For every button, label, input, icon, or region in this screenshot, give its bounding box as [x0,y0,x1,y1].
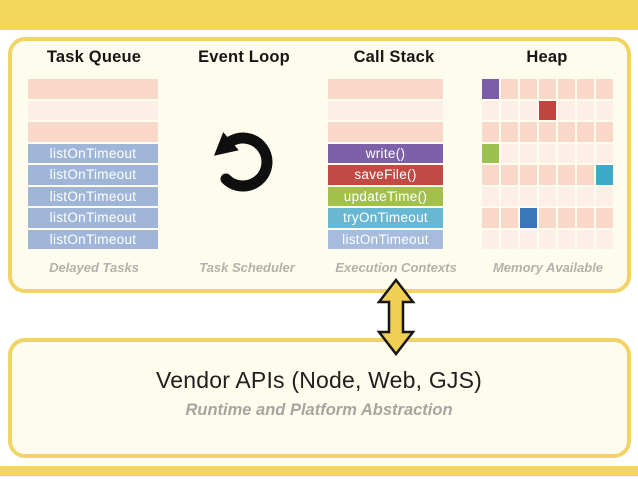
heap-grid [482,79,613,251]
column-header-task-queue: Task Queue [46,48,142,66]
heap-cell-free [520,100,537,120]
heap-cell-allocated [520,208,537,228]
heap-cell-free [577,100,594,120]
heap-cell-allocated [482,143,499,163]
heap-cell-free [501,165,518,185]
call-stack-frame: updateTime() [328,186,443,206]
heap-cell-free [539,79,556,99]
heap-row [482,122,613,142]
heap-cell-free [482,165,499,185]
column-header-heap: Heap [526,48,568,66]
heap-cell-free [558,229,575,249]
caption-execution-contexts: Execution Contexts [335,260,457,275]
heap-cell-free [596,100,613,120]
task-queue-task: listOnTimeout [28,229,158,249]
heap-cell-free [501,122,518,142]
call-stack-frame: tryOnTimeout [328,208,443,228]
bottom-accent-bar [0,466,638,476]
caption-task-scheduler: Task Scheduler [199,260,295,275]
heap-cell-free [577,143,594,163]
call-stack-frame: saveFile() [328,165,443,185]
heap-cell-free [520,186,537,206]
heap-cell-free [596,143,613,163]
vendor-apis-subtitle: Runtime and Platform Abstraction [185,401,453,419]
heap-cell-free [577,165,594,185]
heap-row [482,100,613,120]
heap-cell-free [558,100,575,120]
heap-cell-free [539,186,556,206]
heap-cell-free [539,122,556,142]
task-queue-column: listOnTimeout listOnTimeout listOnTimeou… [28,79,158,251]
heap-cell-free [520,122,537,142]
task-queue-task: listOnTimeout [28,186,158,206]
heap-cell-free [501,100,518,120]
heap-cell-free [577,229,594,249]
heap-row [482,79,613,99]
heap-cell-free [558,79,575,99]
heap-cell-allocated [482,79,499,99]
heap-row [482,229,613,249]
heap-cell-free [558,143,575,163]
heap-cell-free [558,122,575,142]
call-stack-frame: listOnTimeout [328,229,443,249]
heap-cell-free [539,143,556,163]
heap-row [482,143,613,163]
heap-cell-free [501,186,518,206]
vendor-apis-panel [8,338,631,458]
top-accent-bar [0,0,638,30]
heap-cell-free [539,229,556,249]
heap-cell-free [558,165,575,185]
heap-cell-free [501,143,518,163]
heap-cell-free [482,122,499,142]
event-loop-icon [214,132,273,192]
heap-cell-free [577,79,594,99]
heap-cell-free [501,79,518,99]
heap-cell-free [558,186,575,206]
vendor-apis-title: Vendor APIs (Node, Web, GJS) [155,367,483,393]
heap-cell-free [558,208,575,228]
call-stack-frame: write() [328,143,443,163]
heap-cell-free [596,208,613,228]
vendor-panel-content: Vendor APIs (Node, Web, GJS) Runtime and… [0,367,638,420]
task-queue-task: listOnTimeout [28,208,158,228]
caption-delayed-tasks: Delayed Tasks [49,260,139,275]
heap-cell-free [539,165,556,185]
caption-memory-available: Memory Available [492,260,604,275]
heap-cell-free [539,208,556,228]
task-queue-task: listOnTimeout [28,143,158,163]
task-queue-slot-empty [28,79,158,99]
call-stack-slot-empty [328,100,443,120]
heap-row [482,165,613,185]
heap-cell-free [501,208,518,228]
task-queue-slot-empty [28,100,158,120]
bidirectional-arrow-icon [376,278,416,356]
heap-cell-free [520,143,537,163]
heap-cell-free [596,122,613,142]
heap-cell-free [482,100,499,120]
heap-row [482,208,613,228]
task-queue-task: listOnTimeout [28,165,158,185]
heap-cell-free [482,229,499,249]
heap-cell-free [520,79,537,99]
heap-cell-free [520,229,537,249]
call-stack-column: write() saveFile() updateTime() tryOnTim… [328,79,443,251]
call-stack-slot-empty [328,122,443,142]
heap-cell-free [482,186,499,206]
heap-cell-free [501,229,518,249]
task-queue-slot-empty [28,122,158,142]
heap-cell-free [520,165,537,185]
heap-cell-free [482,208,499,228]
heap-cell-free [577,122,594,142]
column-header-call-stack: Call Stack [353,48,435,66]
call-stack-slot-empty [328,79,443,99]
heap-cell-allocated [596,165,613,185]
heap-row [482,186,613,206]
heap-cell-free [596,186,613,206]
heap-cell-free [577,186,594,206]
heap-cell-free [596,79,613,99]
heap-cell-allocated [539,100,556,120]
heap-cell-free [596,229,613,249]
heap-cell-free [577,208,594,228]
column-header-event-loop: Event Loop [198,48,290,66]
